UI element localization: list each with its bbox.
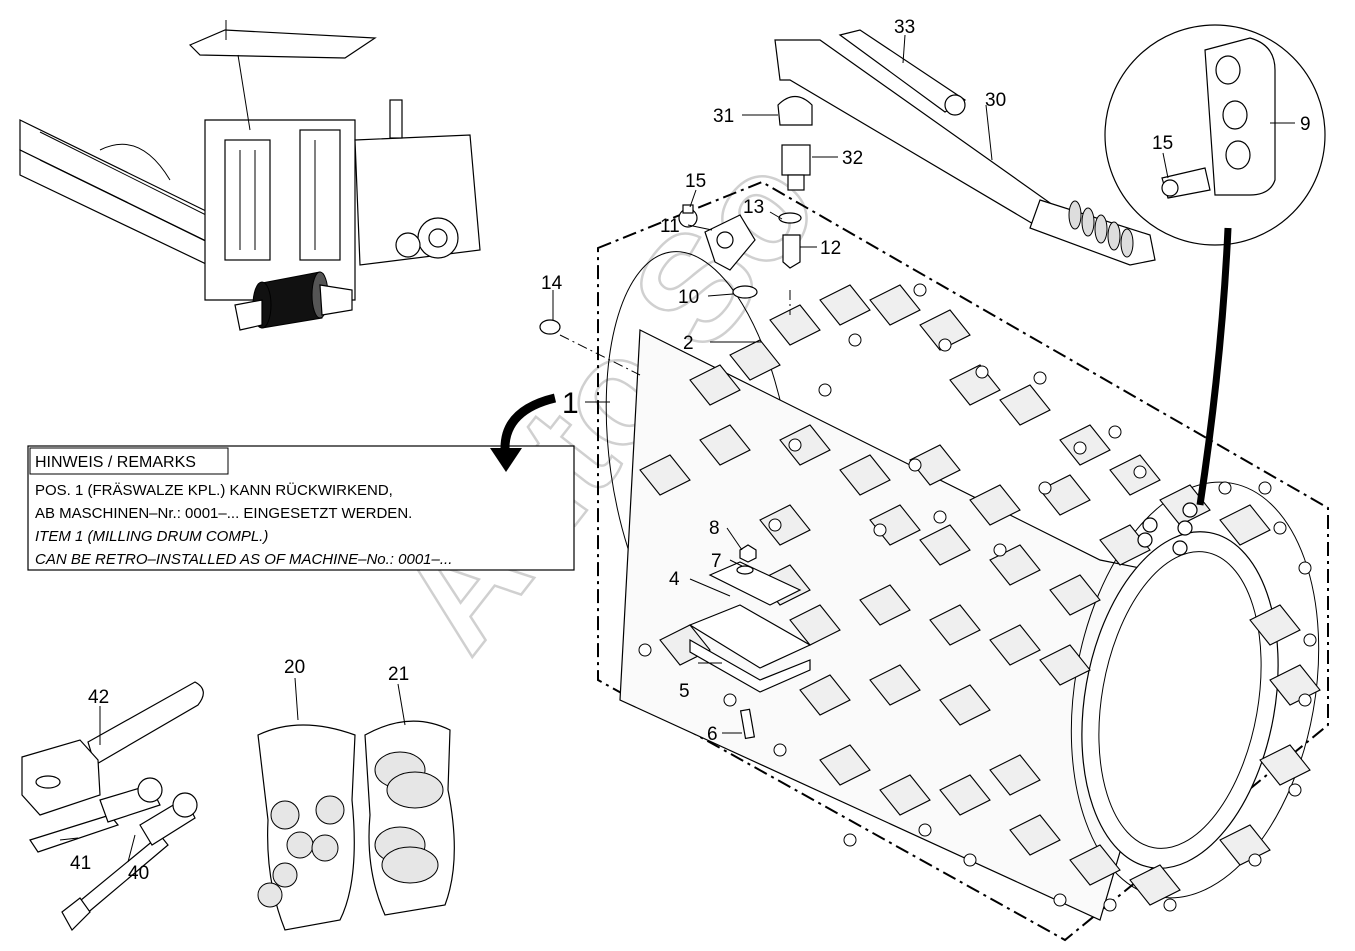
- clamp-assembly-icon: [688, 544, 812, 740]
- callout-30: 30: [985, 90, 1006, 111]
- remarks-title: HINWEIS / REMARKS: [35, 454, 196, 471]
- curved-arrow-icon: [490, 393, 557, 472]
- machine-overview-icon: [19, 20, 481, 331]
- callout-32: 32: [842, 148, 863, 169]
- callout-15: 15: [685, 171, 706, 192]
- pick-extractor-icon: [29, 777, 163, 853]
- callout-1: 1: [562, 387, 579, 420]
- callout-9: 9: [1300, 114, 1311, 135]
- pick-holder-parts-icon: [539, 167, 1211, 335]
- callout-4: 4: [669, 569, 680, 590]
- remarks-line: CAN BE RETRO–INSTALLED AS OF MACHINE–No.…: [35, 551, 452, 568]
- pick-holder-row: [789, 584, 1091, 726]
- callout-21: 21: [388, 664, 409, 685]
- parts-bag-icon: [364, 720, 455, 916]
- callout-2: 2: [683, 333, 694, 354]
- callout-42: 42: [88, 687, 109, 708]
- torque-wrench-icon: [774, 29, 1156, 266]
- assembly-outline: [597, 180, 1329, 942]
- hammer-icon: [21, 681, 204, 816]
- pick-holder-row: [659, 604, 1321, 906]
- parts-bag-icon: [257, 724, 356, 931]
- pick-tips: [638, 283, 1317, 912]
- callout-10: 10: [678, 287, 699, 308]
- callout-13: 13: [743, 197, 764, 218]
- remarks-line: AB MASCHINEN–Nr.: 0001–... EINGESETZT WE…: [35, 505, 412, 522]
- milling-drum-icon: [605, 251, 1321, 921]
- callout-20: 20: [284, 657, 305, 678]
- callout-8: 8: [709, 518, 720, 539]
- callout-7: 7: [711, 551, 722, 572]
- callout-labels: 1 2 4 5 6 7 8 9 10 11 12 13 14 15 15 20 …: [70, 17, 1311, 884]
- remarks-line: ITEM 1 (MILLING DRUM COMPL.): [35, 528, 268, 545]
- pick-holder-row: [689, 284, 1271, 546]
- detail-circle: [1104, 24, 1326, 506]
- callout-15: 15: [1152, 133, 1173, 154]
- pick-holder-row: [639, 424, 1151, 566]
- callout-40: 40: [128, 863, 149, 884]
- callout-31: 31: [713, 106, 734, 127]
- callout-14: 14: [541, 273, 563, 294]
- remarks-box: HINWEIS / REMARKS POS. 1 (FRÄSWALZE KPL.…: [27, 445, 575, 571]
- callout-6: 6: [707, 724, 718, 745]
- callout-41: 41: [70, 853, 91, 874]
- callout-12: 12: [820, 238, 841, 259]
- callout-33: 33: [894, 17, 915, 38]
- pick-extractor-icon: [61, 792, 198, 931]
- remarks-line: POS. 1 (FRÄSWALZE KPL.) KANN RÜCKWIRKEND…: [35, 481, 393, 499]
- callout-11: 11: [660, 216, 680, 237]
- leader-lines: [59, 34, 1295, 863]
- callout-5: 5: [679, 681, 690, 702]
